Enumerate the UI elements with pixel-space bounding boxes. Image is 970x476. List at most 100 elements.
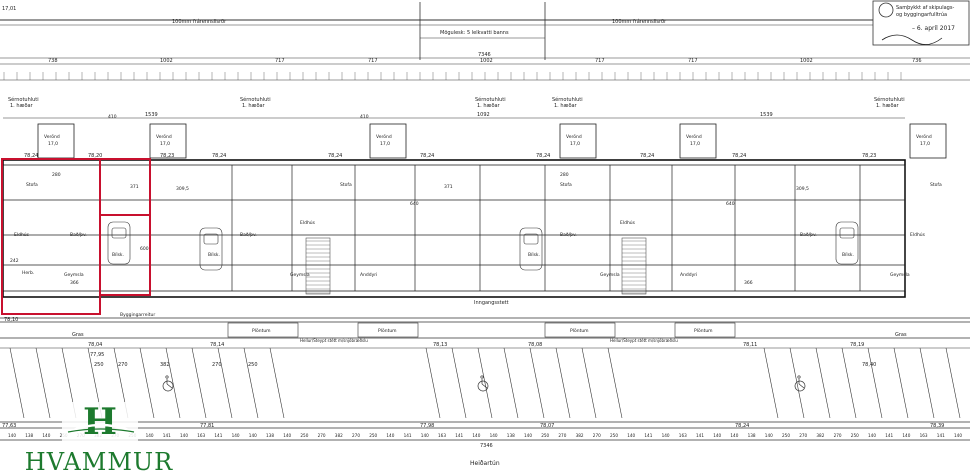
lower-dim-1: 1539 bbox=[145, 112, 158, 118]
car-windshield bbox=[523, 233, 539, 245]
top-dims: 738 1002 717 717 1002 717 717 1002 736 bbox=[48, 58, 922, 64]
room-dim: 371 bbox=[444, 184, 453, 190]
bottom-dim: 140 bbox=[662, 433, 670, 438]
lower-elev-4: 78,13 bbox=[433, 342, 447, 348]
parking-dims: 250 270 382 270 250 bbox=[94, 362, 258, 368]
stamp-date: – 6. apríl 2017 bbox=[912, 25, 955, 32]
room-dim: 410 bbox=[108, 114, 117, 120]
bottom-dim: 140 bbox=[730, 433, 738, 438]
bottom-dim: 163 bbox=[679, 433, 687, 438]
top-dim-9: 736 bbox=[912, 58, 922, 64]
stall-line bbox=[815, 347, 831, 419]
room-label-garage: Bílsk. bbox=[842, 251, 854, 258]
top-dim-2: 1002 bbox=[160, 58, 173, 64]
stall-line bbox=[477, 347, 493, 419]
bottom-dim: 250 bbox=[782, 433, 790, 438]
parking-row-label: Mögulesk: 5 lelkvatti banns bbox=[440, 30, 509, 36]
planter-label-2: Plöntum bbox=[378, 328, 397, 334]
bottom-dim: 140 bbox=[249, 433, 257, 438]
stall-line bbox=[841, 347, 857, 419]
room-label-garage: Bílsk. bbox=[112, 251, 124, 258]
planter-label-1: Plöntum bbox=[252, 328, 271, 334]
top-dim-5: 1002 bbox=[480, 58, 493, 64]
porch-box bbox=[37, 123, 75, 159]
stall-line bbox=[789, 347, 805, 419]
stall-line bbox=[555, 347, 571, 419]
porch-box bbox=[909, 123, 947, 159]
bottom-dim: 140 bbox=[868, 433, 876, 438]
porch-box bbox=[559, 123, 597, 159]
porch-box bbox=[149, 123, 187, 159]
pdim-1: 250 bbox=[94, 362, 104, 368]
car-windshield bbox=[203, 233, 219, 245]
bottom-dim: 141 bbox=[696, 433, 704, 438]
room-dim: 640 bbox=[410, 201, 419, 207]
bottom-elev-5: 78,24 bbox=[735, 423, 749, 429]
elev-7: 78,24 bbox=[536, 153, 550, 159]
stall-line bbox=[919, 347, 935, 419]
bottom-dim: 141 bbox=[214, 433, 222, 438]
hvammur-logo: H HVAMMUR bbox=[4, 402, 194, 476]
room-label-storage: Geymsla bbox=[290, 272, 310, 278]
stamp-line-2: og byggingarfulltrúa bbox=[896, 11, 947, 18]
corner-label-left: Gras bbox=[72, 332, 84, 338]
porch-box bbox=[369, 123, 407, 159]
bottom-dim: 270 bbox=[834, 433, 842, 438]
bottom-dim: 250 bbox=[541, 433, 549, 438]
bottom-elev-3: 77,98 bbox=[420, 423, 434, 429]
walkway-label: Inngangsstett bbox=[474, 300, 509, 306]
stall-line bbox=[35, 347, 51, 419]
bottom-dim: 163 bbox=[920, 433, 928, 438]
room-dim: 640 bbox=[726, 201, 735, 207]
bottom-dim: 140 bbox=[180, 433, 188, 438]
porch-label: Verönd bbox=[376, 134, 392, 140]
lower-elev-6: 78,11 bbox=[743, 342, 757, 348]
bottom-dim: 140 bbox=[232, 433, 240, 438]
lower-elev-2: 78,04 bbox=[88, 342, 102, 348]
room-label-storage: Geymsla bbox=[600, 272, 620, 278]
parking-note-2: Hellur/Steypt stétt m/snjóbræðslu bbox=[610, 338, 678, 343]
porch-area: 17,0 bbox=[380, 141, 390, 147]
bottom-dim: 163 bbox=[197, 433, 205, 438]
pdim-2: 270 bbox=[118, 362, 128, 368]
elev-9: 78,24 bbox=[732, 153, 746, 159]
bottom-elev-1: 77,63 bbox=[2, 423, 16, 429]
bottom-dim: 382 bbox=[335, 433, 343, 438]
bottom-dim: 140 bbox=[524, 433, 532, 438]
entry-label-3: Sérnotuhluti bbox=[475, 96, 506, 103]
bottom-dim: 138 bbox=[25, 433, 33, 438]
bottom-dim: 138 bbox=[266, 433, 274, 438]
porch-box bbox=[679, 123, 717, 159]
room-label-hall: Anddyri bbox=[360, 272, 377, 278]
bottom-dim: 270 bbox=[593, 433, 601, 438]
lower-elev-5: 78,08 bbox=[528, 342, 542, 348]
bottom-dim: 250 bbox=[300, 433, 308, 438]
stall-line bbox=[581, 347, 597, 419]
top-dim-6: 717 bbox=[595, 58, 605, 64]
stall-line bbox=[425, 347, 441, 419]
logo-letter: H bbox=[83, 402, 117, 443]
tick-row bbox=[3, 72, 902, 80]
room-label-storage: Geymsla bbox=[64, 272, 84, 278]
entry-label-2: Sérnotuhluti bbox=[240, 96, 271, 103]
pdim-4: 270 bbox=[212, 362, 222, 368]
car-windshield bbox=[111, 227, 127, 239]
bottom-dim: 140 bbox=[902, 433, 910, 438]
lower-dim-3: 1539 bbox=[760, 112, 773, 118]
porch-label: Verönd bbox=[686, 134, 702, 140]
street-lines bbox=[0, 421, 970, 441]
walkway bbox=[0, 317, 970, 339]
car-outline bbox=[835, 221, 859, 265]
bottom-dim: 140 bbox=[954, 433, 962, 438]
top-left-code: 17,01 bbox=[2, 6, 16, 12]
room-label-bath: Bað/þv. bbox=[240, 232, 257, 238]
room-label-kitchen: Eldhús bbox=[620, 219, 636, 226]
porch-label: Verönd bbox=[566, 134, 582, 140]
bottom-dim: 140 bbox=[472, 433, 480, 438]
stall-line bbox=[529, 347, 545, 419]
pdim-3: 382 bbox=[160, 362, 170, 368]
room-dim: 309,5 bbox=[176, 186, 189, 192]
stall-line bbox=[451, 347, 467, 419]
unit-walls bbox=[2, 165, 906, 291]
dim-total-bottom: 7346 bbox=[480, 443, 493, 449]
